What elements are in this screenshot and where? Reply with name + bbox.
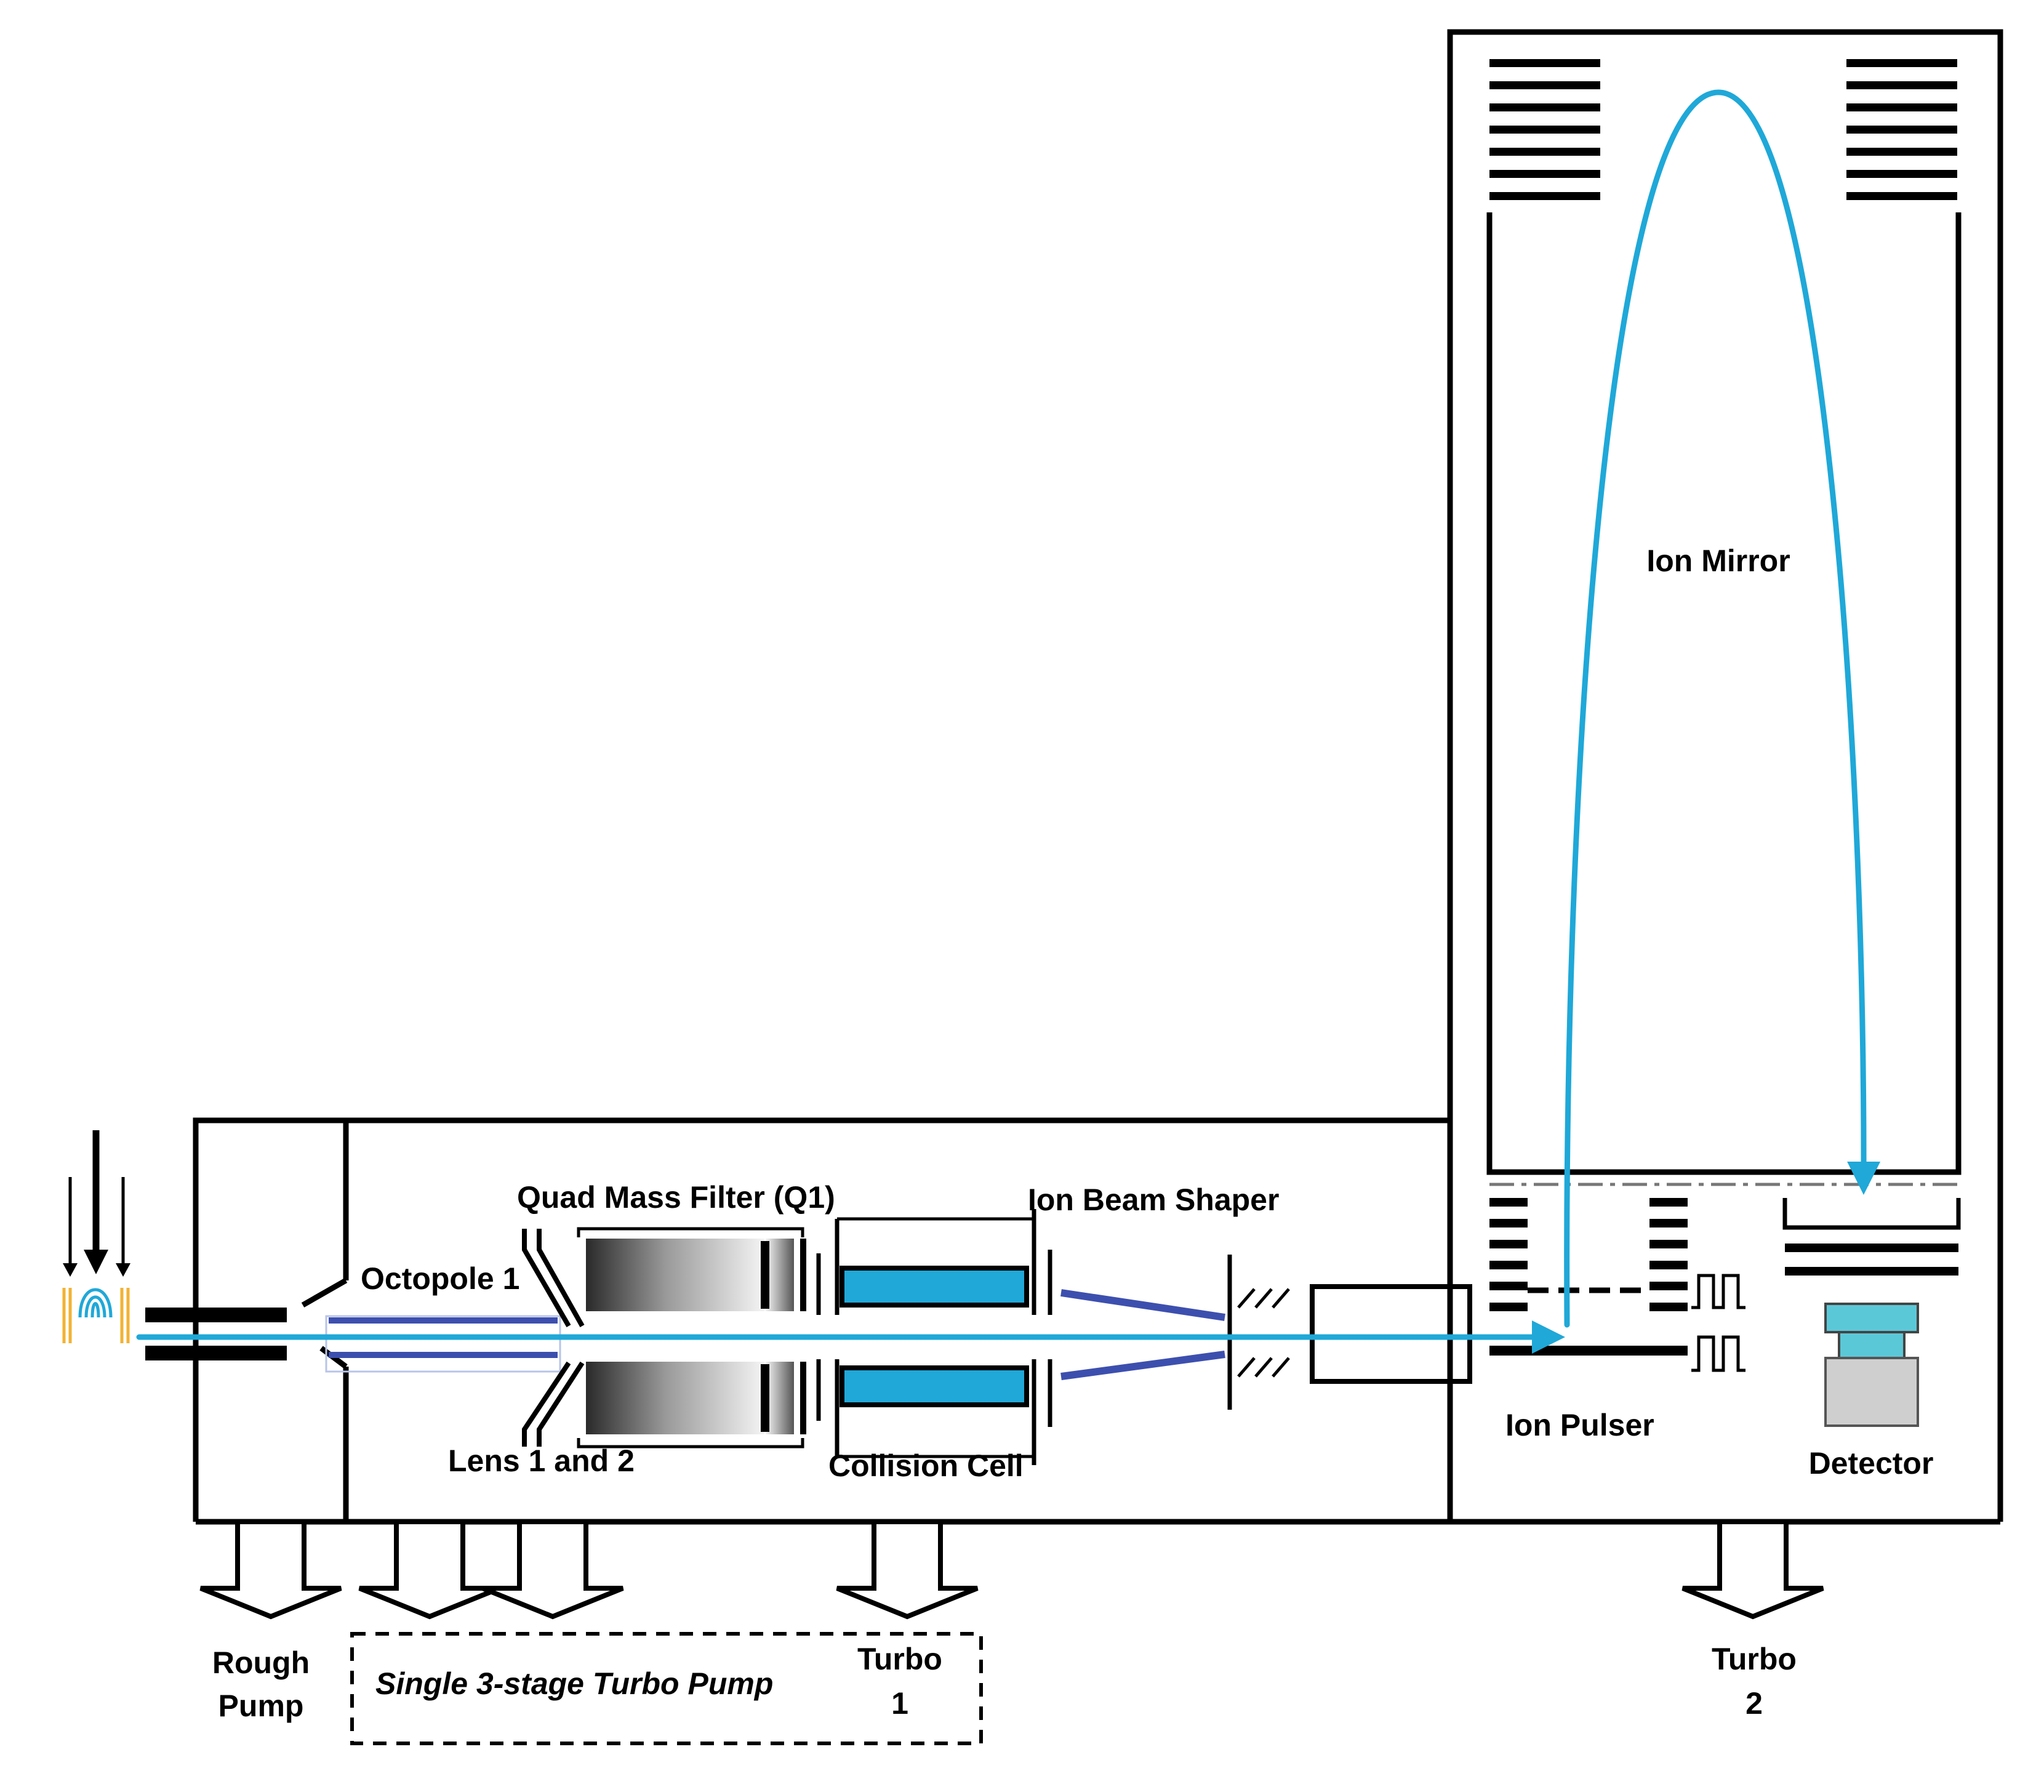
turbo-2-port (1681, 1519, 1824, 1620)
turbo-stage-port-1 (358, 1519, 501, 1620)
turbo-pump-note: Single 3-stage Turbo Pump (375, 1666, 773, 1701)
turbo-stage-port-2 (481, 1519, 624, 1620)
ion-mirror-plates (1489, 59, 1957, 200)
pulse-waveform (1691, 1274, 1745, 1372)
turbo-2-label-1: Turbo (1712, 1642, 1797, 1676)
ion-pulser-plates (1489, 1198, 1688, 1356)
turbo-pump-box (350, 1632, 983, 1745)
detector-icon (1824, 1303, 1919, 1427)
lens-label: Lens 1 and 2 (448, 1444, 635, 1478)
tof-housing (1447, 29, 2003, 1522)
turbo-2-label-2: 2 (1745, 1686, 1763, 1721)
collision-cell (816, 1209, 1052, 1465)
pump-ports (199, 1519, 1824, 1620)
ion-mirror-label: Ion Mirror (1646, 544, 1790, 578)
turbo-1-label-1: Turbo (857, 1642, 942, 1676)
flight-tube (1486, 212, 1962, 1175)
capillary (145, 1308, 287, 1360)
detector-assembly (1782, 1198, 1961, 1427)
turbo-1-port (836, 1519, 979, 1620)
octopole-1 (325, 1315, 561, 1373)
rough-pump-label-1: Rough (212, 1645, 310, 1680)
transfer-optics (1310, 1284, 1472, 1384)
main-housing (193, 29, 2003, 1525)
detector-label: Detector (1809, 1446, 1934, 1481)
lens-1-and-2 (522, 1229, 585, 1447)
quad-mass-filter-label: Quad Mass Filter (Q1) (517, 1180, 835, 1215)
skimmer-top (301, 1278, 348, 1308)
quad-mass-filter (577, 1227, 806, 1448)
turbo-1-label-2: 1 (891, 1686, 908, 1721)
rough-pump-port (199, 1519, 342, 1620)
ion-beam-shaper-label: Ion Beam Shaper (1028, 1183, 1279, 1217)
housing-top-edge (193, 1117, 1450, 1522)
ion-pulser-label: Ion Pulser (1505, 1408, 1654, 1442)
electrospray-emitter-icon (62, 1130, 130, 1343)
octopole-label: Octopole 1 (361, 1261, 519, 1296)
ion-path (136, 89, 1881, 1354)
collision-cell-label: Collision Cell (828, 1448, 1024, 1483)
rough-pump-label-2: Pump (218, 1689, 304, 1723)
ion-beam-shaper (1060, 1255, 1290, 1410)
